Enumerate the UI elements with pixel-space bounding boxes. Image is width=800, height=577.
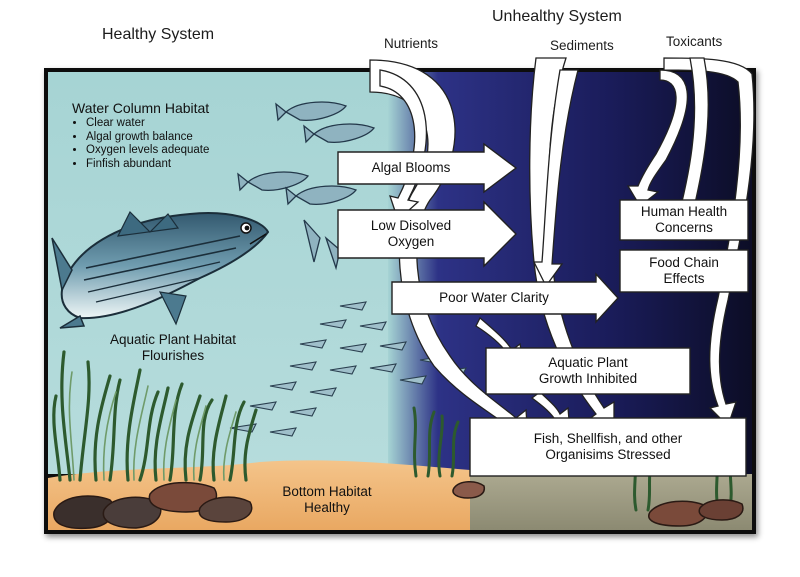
label-line: Flourishes: [141, 348, 205, 363]
bullet-item: Algal growth balance: [86, 131, 272, 145]
label-line: Aquatic Plant Habitat: [109, 332, 237, 347]
poor-clarity-text: Poor Water Clarity: [439, 290, 549, 305]
seagrass-healthy-light: [68, 371, 237, 481]
bullet-item: Oxygen levels adequate: [86, 144, 272, 158]
aquatic-plant-habitat-label: Aquatic Plant Habitat Flourishes: [88, 332, 258, 364]
stressed-box: [469, 417, 747, 477]
bottom-habitat-label: Bottom Habitat Healthy: [262, 484, 392, 516]
poor-clarity-box: [391, 272, 619, 324]
toxicants-flow-arrow: [663, 57, 755, 428]
water-column-title: Water Column Habitat: [72, 100, 210, 116]
algal-blooms-box: [337, 142, 518, 194]
human-health-text: Human Health Concerns: [620, 200, 748, 240]
label-line: Effects: [663, 271, 705, 286]
label-line: Healthy: [304, 500, 350, 515]
label-line: Human Health: [640, 204, 728, 219]
seagrass-healthy: [52, 350, 258, 482]
human-health-box: [619, 199, 749, 241]
bullet-item: Finfish abundant: [86, 158, 272, 172]
healthy-system-header: Healthy System: [102, 26, 215, 43]
rocks: [53, 481, 744, 530]
water-column-habitat: Water Column Habitat Clear water Algal g…: [72, 100, 272, 171]
unhealthy-sand: [470, 470, 752, 530]
effect-boxes: [337, 142, 749, 477]
plant-inhibited-text: Aquatic Plant Growth Inhibited: [486, 348, 690, 394]
label-line: Bottom Habitat: [282, 484, 372, 499]
low-oxygen-box: [337, 200, 517, 268]
label-line: Growth Inhibited: [538, 371, 638, 386]
bullet-item: Clear water: [86, 117, 272, 131]
fish-school-upper: [237, 101, 376, 271]
algal-blooms-text: Algal Blooms: [371, 160, 451, 175]
food-chain-text: Food Chain Effects: [620, 250, 748, 292]
unhealthy-system-header: Unhealthy System: [492, 8, 622, 25]
water-column-bullets: Clear water Algal growth balance Oxygen …: [72, 117, 272, 171]
sediments-to-poor-clarity: [532, 69, 579, 288]
label-line: Low Disolved: [370, 218, 452, 233]
striped-bass-illustration: [51, 210, 270, 329]
label-line: Concerns: [655, 220, 713, 235]
toxicants-label: Toxicants: [666, 34, 723, 49]
label-line: Organisims Stressed: [545, 447, 671, 462]
label-line: Food Chain: [649, 255, 719, 270]
label-line: Fish, Shellfish, and other: [533, 431, 683, 446]
label-line: Aquatic Plant: [548, 355, 628, 370]
stressed-text: Fish, Shellfish, and other Organisims St…: [470, 418, 746, 476]
plant-inhibited-box: [485, 347, 691, 395]
label-line: Oxygen: [387, 234, 435, 249]
food-chain-box: [619, 249, 749, 293]
sediments-label: Sediments: [550, 38, 614, 53]
nutrients-label: Nutrients: [384, 36, 439, 51]
low-oxygen-text: Low Disolved Oxygen: [338, 210, 484, 258]
